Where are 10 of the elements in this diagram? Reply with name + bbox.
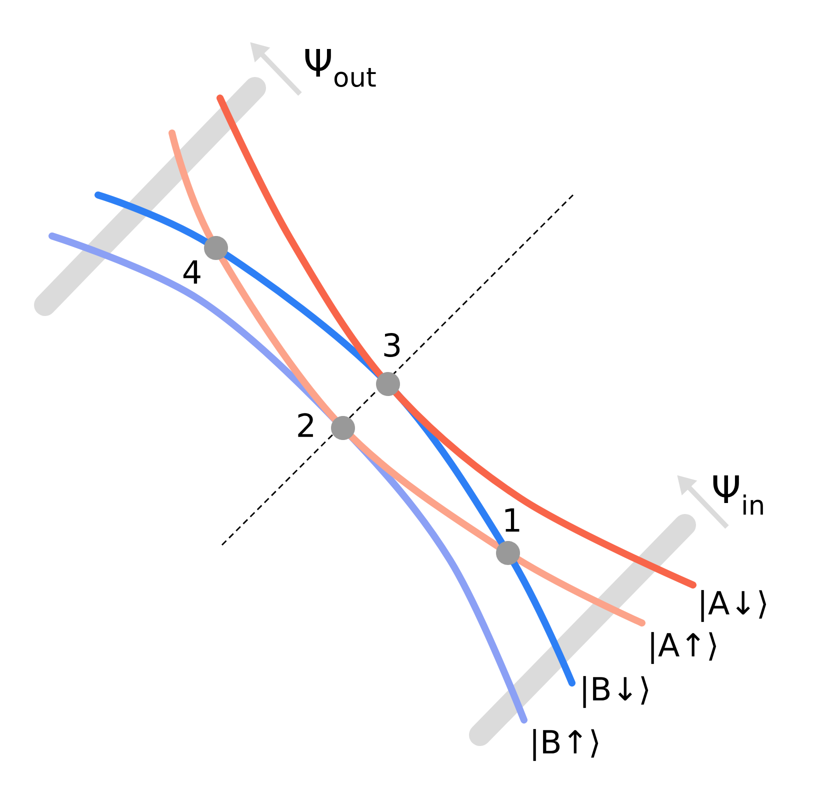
wave-label: Ψ$_{out}$ — [305, 48, 376, 88]
point-number: 3 — [384, 332, 400, 358]
state-label: |B↓⟩ — [583, 676, 648, 708]
point-number: 2 — [298, 413, 313, 437]
state-label: |A↓⟩ — [701, 590, 766, 622]
state-label: |B↑⟩ — [533, 729, 598, 761]
point-number: 4 — [183, 260, 200, 284]
state-label: |A↑⟩ — [651, 632, 716, 664]
wave-label: Ψ$_{in}$ — [713, 475, 763, 515]
point-number: 1 — [505, 508, 520, 532]
